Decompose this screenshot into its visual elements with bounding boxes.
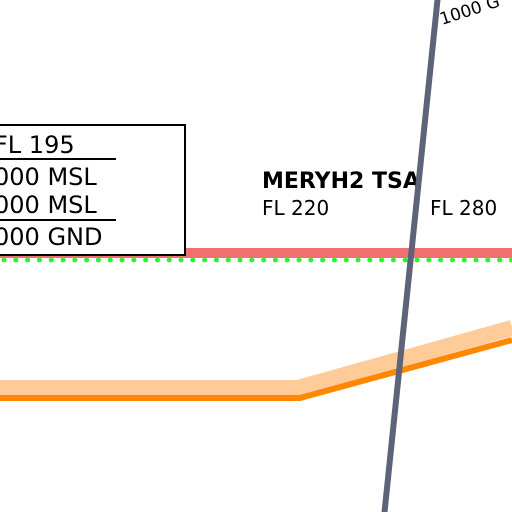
tsa-level-left: FL 220	[262, 196, 329, 220]
airspace-lower-limit: 000 GND	[0, 223, 102, 251]
airspace-limit-msl-1: 000 MSL	[0, 163, 97, 191]
airspace-label-box[interactable]	[0, 124, 186, 256]
airspace-limit-msl-2: 000 MSL	[0, 191, 97, 219]
orange-boundary-halo	[0, 320, 512, 396]
orange-boundary-line	[0, 337, 512, 401]
route-line[interactable]	[381, 0, 441, 512]
route-label: 1000 G	[437, 0, 502, 30]
tsa-name-label: MERYH2 TSA	[262, 169, 420, 194]
airspace-upper-limit: FL 195	[0, 131, 75, 159]
tsa-level-right: FL 280	[430, 196, 497, 220]
